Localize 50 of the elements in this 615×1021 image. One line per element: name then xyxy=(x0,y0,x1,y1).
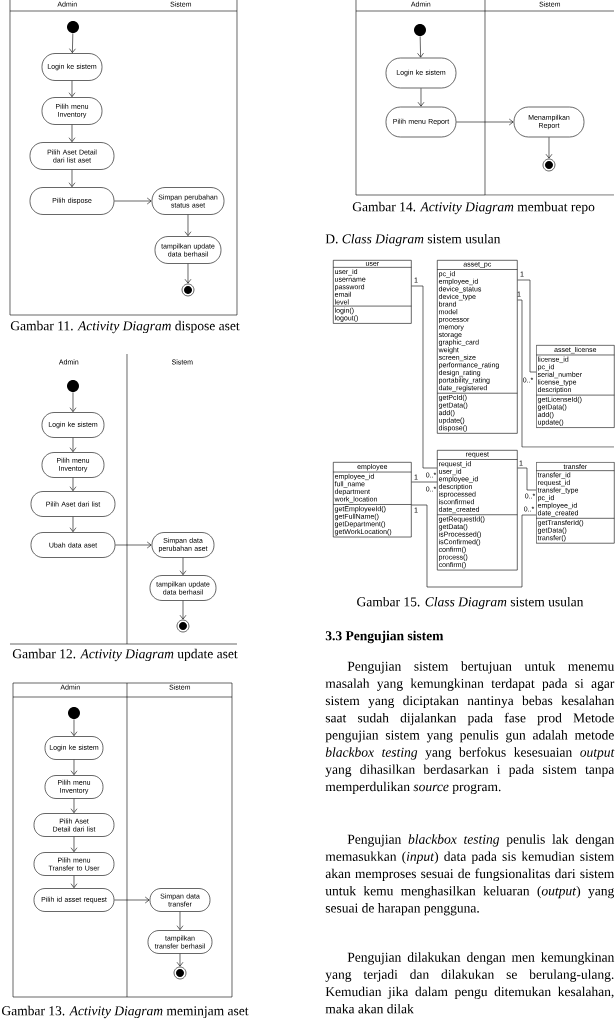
end-node xyxy=(176,619,190,633)
figure-caption: Gambar 12. Activity Diagram update aset xyxy=(12,648,238,662)
arrow xyxy=(69,392,77,412)
arrow xyxy=(176,953,184,967)
arrow xyxy=(70,798,78,813)
connector-line xyxy=(411,504,537,588)
section-heading: D. Class Diagram sistem usulan xyxy=(325,233,501,247)
connector-line xyxy=(517,279,537,373)
arrow xyxy=(417,36,424,58)
arrow xyxy=(456,118,514,126)
arrow xyxy=(70,836,78,852)
figure-caption: Gambar 15. Class Diagram sistem usulan xyxy=(357,596,584,610)
arrow xyxy=(417,88,425,107)
start-node xyxy=(67,21,79,33)
arrow xyxy=(545,137,553,159)
connector-line xyxy=(517,299,615,448)
arrow xyxy=(114,197,152,205)
end-node xyxy=(181,283,195,297)
arrow xyxy=(68,124,76,142)
arrow xyxy=(179,557,187,575)
connector-line xyxy=(517,467,537,491)
arrow xyxy=(114,896,150,904)
arrow xyxy=(70,719,78,736)
start-node xyxy=(414,24,426,36)
arrow xyxy=(69,33,76,53)
end-node xyxy=(542,158,556,172)
connector-line xyxy=(411,285,438,469)
arrow xyxy=(115,541,152,549)
arrow xyxy=(68,169,76,187)
arrow xyxy=(184,214,192,236)
figure-caption: Gambar 13. Activity Diagram meminjam aset xyxy=(2,1005,249,1019)
arrow xyxy=(176,911,184,930)
arrow xyxy=(184,263,192,284)
arrow xyxy=(69,516,77,532)
start-node xyxy=(68,707,80,719)
end-node xyxy=(173,966,187,980)
figure-caption: Gambar 14. Activity Diagram membuat repo xyxy=(352,201,595,215)
arrow xyxy=(69,477,77,491)
figure-caption: Gambar 11. Activity Diagram dispose aset xyxy=(10,320,240,334)
section-heading: 3.3 Pengujian sistem xyxy=(325,630,444,644)
paragraph: Pengujian sistem bertujuan untuk menemu masalah yang kemungkinan terdapat pada si agar sistem yang diciptakan nantinya bebas kesalahan saat sudah dijalankan pada fase prod Metode pengujian sistem yang penulis gun adalah metode blackbox testing yang berfokus kesesuaian output yang dihasilkan berdasarkan i pada sistem tanpa memperdulikan source program. xyxy=(325,661,615,794)
arrow xyxy=(70,875,78,888)
start-node xyxy=(67,380,79,392)
paragraph: Pengujian blackbox testing penulis lak dengan memasukkan (input) data pada sis kemudian sistem akan memproses sesuai de fungsionalitas dari sistem untuk kemu menghasilkan keluaran (output) yang sesuai de harapan pengguna. xyxy=(325,834,615,916)
arrow xyxy=(70,759,78,775)
arrow xyxy=(179,600,187,620)
connector-line xyxy=(411,481,438,483)
arrow xyxy=(68,80,76,97)
arrow xyxy=(69,437,77,452)
paragraph: Pengujian dilakukan dengan men kemungkinan yang terjadi dan dilakukan se berulang-ulang. Kemudian jika dalam pengu ditemukan kesalahan, maka akan dilak xyxy=(325,952,615,1014)
